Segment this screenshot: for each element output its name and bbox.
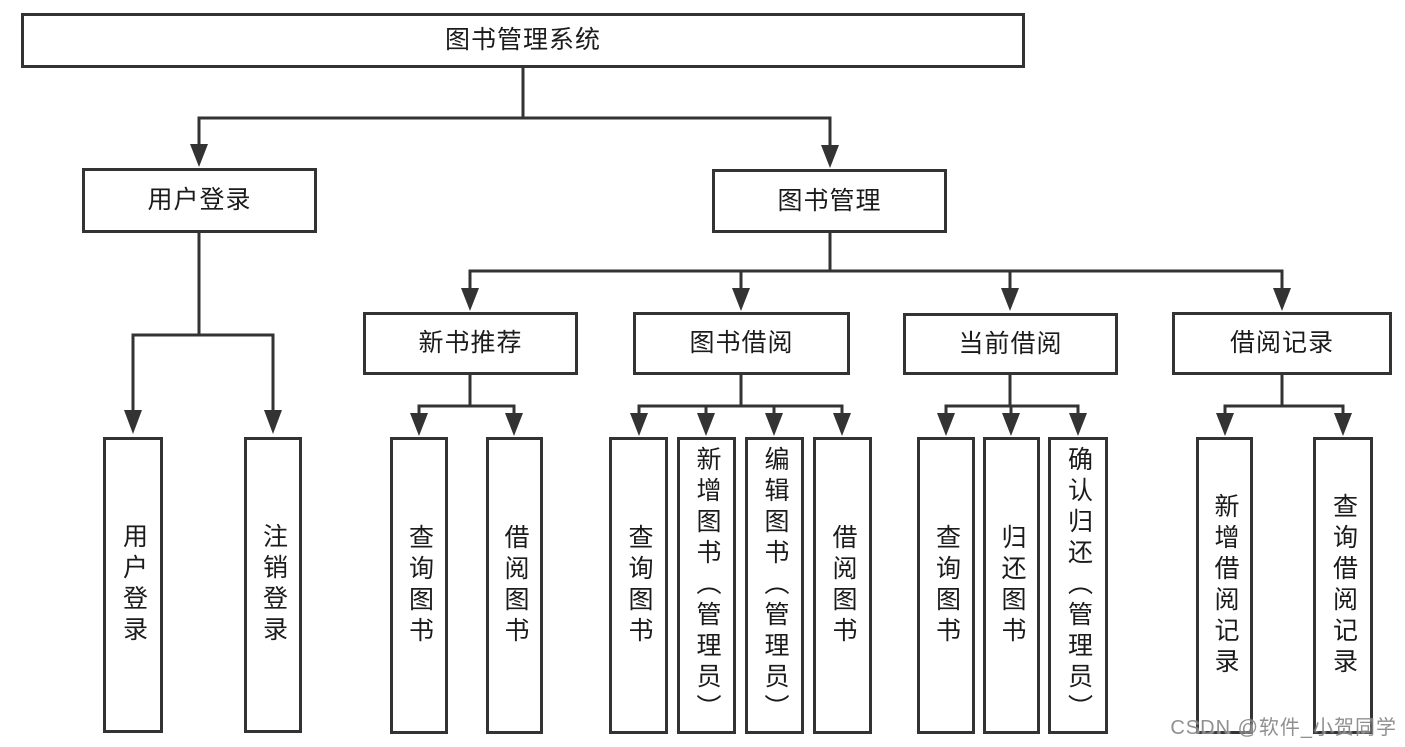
watermark-text: CSDN @软件_小贺同学: [1170, 717, 1397, 739]
connector-new-book-children: [410, 375, 523, 436]
leaf-query-book-current: 查询图书: [917, 437, 975, 734]
leaf-confirm-return-admin: 确认归还（管理员）: [1048, 437, 1108, 734]
node-user-login: 用户登录: [82, 168, 317, 233]
arrow-down-icon: [833, 413, 851, 436]
arrow-down-icon: [937, 413, 955, 436]
leaf-query-book-borrow: 查询图书: [609, 437, 668, 734]
arrow-down-icon: [190, 144, 208, 167]
leaf-borrow-book-recommend: 借阅图书: [486, 437, 543, 734]
arrow-down-icon: [765, 413, 783, 436]
arrow-down-icon: [1069, 413, 1087, 436]
leaf-query-borrow-record: 查询借阅记录: [1313, 437, 1373, 734]
connector-root-to-level2: [190, 68, 839, 168]
leaf-return-book: 归还图书: [983, 437, 1040, 734]
arrow-down-icon: [1216, 413, 1234, 436]
arrow-down-icon: [505, 413, 523, 436]
arrow-down-icon: [732, 288, 750, 311]
arrow-down-icon: [1273, 288, 1291, 311]
leaf-query-book-recommend: 查询图书: [390, 437, 448, 734]
arrow-down-icon: [410, 413, 428, 436]
node-borrow-record: 借阅记录: [1172, 312, 1392, 375]
arrow-down-icon: [630, 413, 648, 436]
node-book-borrow: 图书借阅: [633, 312, 850, 375]
arrow-down-icon: [1001, 288, 1019, 311]
arrow-down-icon: [264, 410, 282, 434]
node-book-management: 图书管理: [712, 169, 947, 233]
arrow-down-icon: [461, 288, 479, 311]
node-current-borrow: 当前借阅: [903, 313, 1118, 375]
leaf-user-login: 用户登录: [103, 437, 163, 733]
leaf-edit-book-admin: 编辑图书（管理员）: [745, 437, 804, 734]
connector-book-borrow-children: [630, 375, 851, 436]
connector-current-borrow-children: [937, 375, 1087, 436]
arrow-down-icon: [1002, 413, 1020, 436]
arrow-down-icon: [697, 413, 715, 436]
connector-borrow-record-children: [1216, 375, 1352, 436]
arrow-down-icon: [1334, 413, 1352, 436]
leaf-logout: 注销登录: [244, 437, 302, 733]
leaf-borrow-book: 借阅图书: [813, 437, 872, 734]
connector-book-management-children: [461, 233, 1291, 311]
node-root: 图书管理系统: [21, 13, 1025, 68]
arrow-down-icon: [124, 410, 142, 434]
leaf-add-borrow-record: 新增借阅记录: [1196, 437, 1253, 734]
arrow-down-icon: [821, 145, 839, 168]
connector-user-login-children: [124, 233, 282, 434]
leaf-add-book-admin: 新增图书（管理员）: [677, 437, 736, 734]
node-new-book-recommend: 新书推荐: [363, 312, 578, 375]
